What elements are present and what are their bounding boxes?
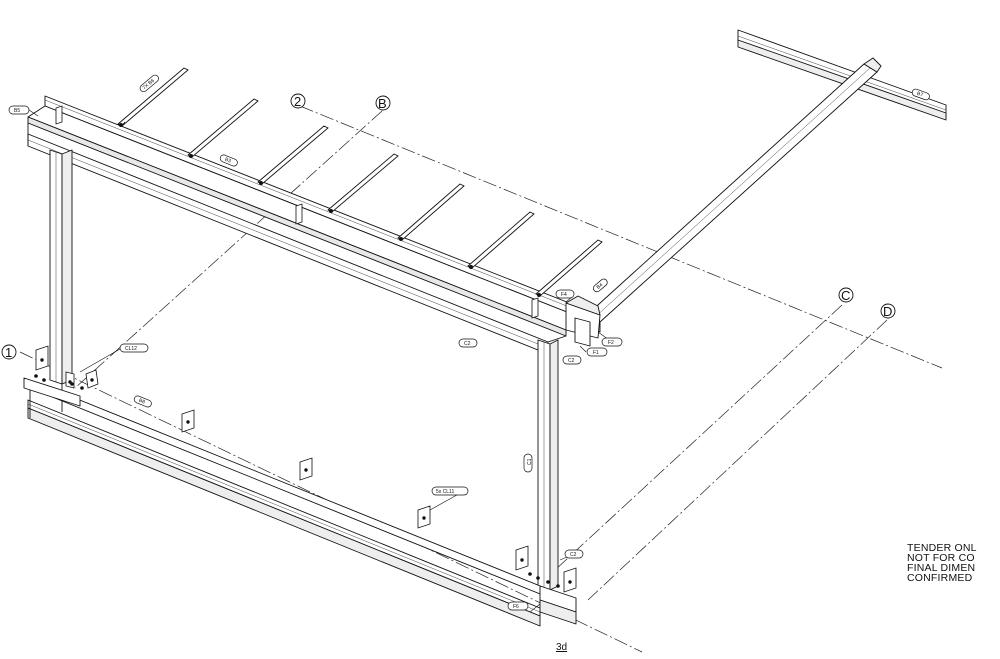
- splice-plate: [55, 105, 63, 125]
- purlin: [467, 211, 535, 270]
- beam-b4: [587, 57, 882, 333]
- grid-label-2: 2: [294, 94, 301, 109]
- grid-line-b: [74, 110, 383, 389]
- tag-text-f1: F1: [593, 350, 599, 356]
- note-line: FINAL DIMEN: [907, 562, 976, 574]
- tag-text-f2: F2: [608, 340, 614, 346]
- grid-bubble-c: [838, 287, 854, 303]
- grid-bubbles: [1, 93, 896, 360]
- note-line: TENDER ONL: [907, 542, 977, 554]
- tag-text-c1: C1: [527, 458, 533, 465]
- cleat: [181, 409, 195, 433]
- base-bolts: [34, 374, 560, 588]
- view-label: 3d: [556, 642, 568, 653]
- tag-text-b7: B7: [916, 91, 924, 99]
- grid-line-2: [299, 105, 943, 369]
- grid-label-1: 1: [5, 345, 12, 360]
- tag-text-c2-a: C2: [464, 341, 471, 347]
- purlin: [397, 183, 465, 242]
- part-tags: [8, 74, 930, 611]
- splice-plate: [295, 203, 303, 225]
- purlin: [257, 125, 329, 186]
- cleats: [35, 345, 577, 593]
- purlin: [535, 239, 603, 298]
- column-right: [537, 339, 559, 591]
- tag-cl11: [431, 486, 469, 496]
- tag-b8: [133, 395, 152, 408]
- purlin: [187, 98, 259, 159]
- tag-c2-a: [458, 338, 478, 348]
- tender-note: TENDER ONL NOT FOR CO FINAL DIMEN CONFIR…: [907, 542, 977, 584]
- tag-f1: [586, 347, 608, 357]
- tag-c2-c: [564, 549, 584, 559]
- tag-text-f6: F6: [513, 604, 519, 610]
- tag-text-c2-c: C2: [570, 552, 577, 558]
- cleat: [417, 505, 431, 529]
- cleat: [35, 345, 49, 371]
- grid-label-d: D: [883, 304, 892, 319]
- cleat: [299, 457, 313, 481]
- tag-purlin-qty: [139, 74, 159, 93]
- grid-lines: [19, 105, 943, 653]
- cleat: [515, 545, 529, 571]
- splice-plates: [55, 105, 539, 319]
- tag-c2-b: [562, 355, 582, 365]
- tag-text-cl12: CL12: [125, 346, 137, 352]
- grid-label-c: C: [841, 288, 850, 303]
- tag-text-b8: B8: [138, 398, 146, 406]
- tag-f2: [601, 337, 623, 347]
- tag-f6: [507, 601, 529, 611]
- grid-bubble-1: [1, 344, 17, 360]
- tag-c1: [523, 453, 533, 473]
- grid-line-c: [554, 304, 843, 571]
- tag-text-b3: B3: [224, 157, 232, 165]
- purlins: [117, 67, 603, 298]
- tag-text-cl11: 5x CL11: [436, 489, 454, 495]
- base-left: [23, 377, 81, 407]
- note-line: CONFIRMED: [907, 572, 973, 584]
- connection-f4-f2: [565, 295, 601, 347]
- cleat: [563, 567, 577, 593]
- purlin: [117, 67, 189, 128]
- tag-f4: [555, 289, 575, 299]
- grid-bubble-d: [880, 303, 896, 319]
- grid-line-1: [19, 351, 643, 653]
- splice-plate: [531, 297, 539, 319]
- tag-text-c2-b: C2: [568, 358, 575, 364]
- tag-text-b4: B4: [596, 282, 605, 291]
- beam-b7: [737, 29, 947, 121]
- beam-b8: [27, 380, 561, 627]
- tag-text-f4: F4: [561, 292, 567, 298]
- grid-bubble-b: [375, 95, 391, 111]
- grid-line-d: [587, 319, 888, 601]
- beam-b3-top: [27, 95, 583, 355]
- tag-b4: [593, 278, 608, 293]
- note-line: NOT FOR CO: [907, 552, 975, 564]
- tag-b7: [911, 88, 930, 101]
- tag-cl12: [119, 343, 149, 353]
- tag-text-b5: B5: [14, 108, 20, 114]
- tag-b3: [219, 154, 238, 167]
- purlin: [327, 153, 399, 214]
- cleat-cl12: [65, 369, 99, 389]
- grid-bubble-2: [290, 93, 306, 109]
- column-left: [49, 149, 73, 385]
- grid-label-b: B: [378, 96, 387, 111]
- base-right: [539, 585, 577, 625]
- tag-b5: [8, 105, 30, 115]
